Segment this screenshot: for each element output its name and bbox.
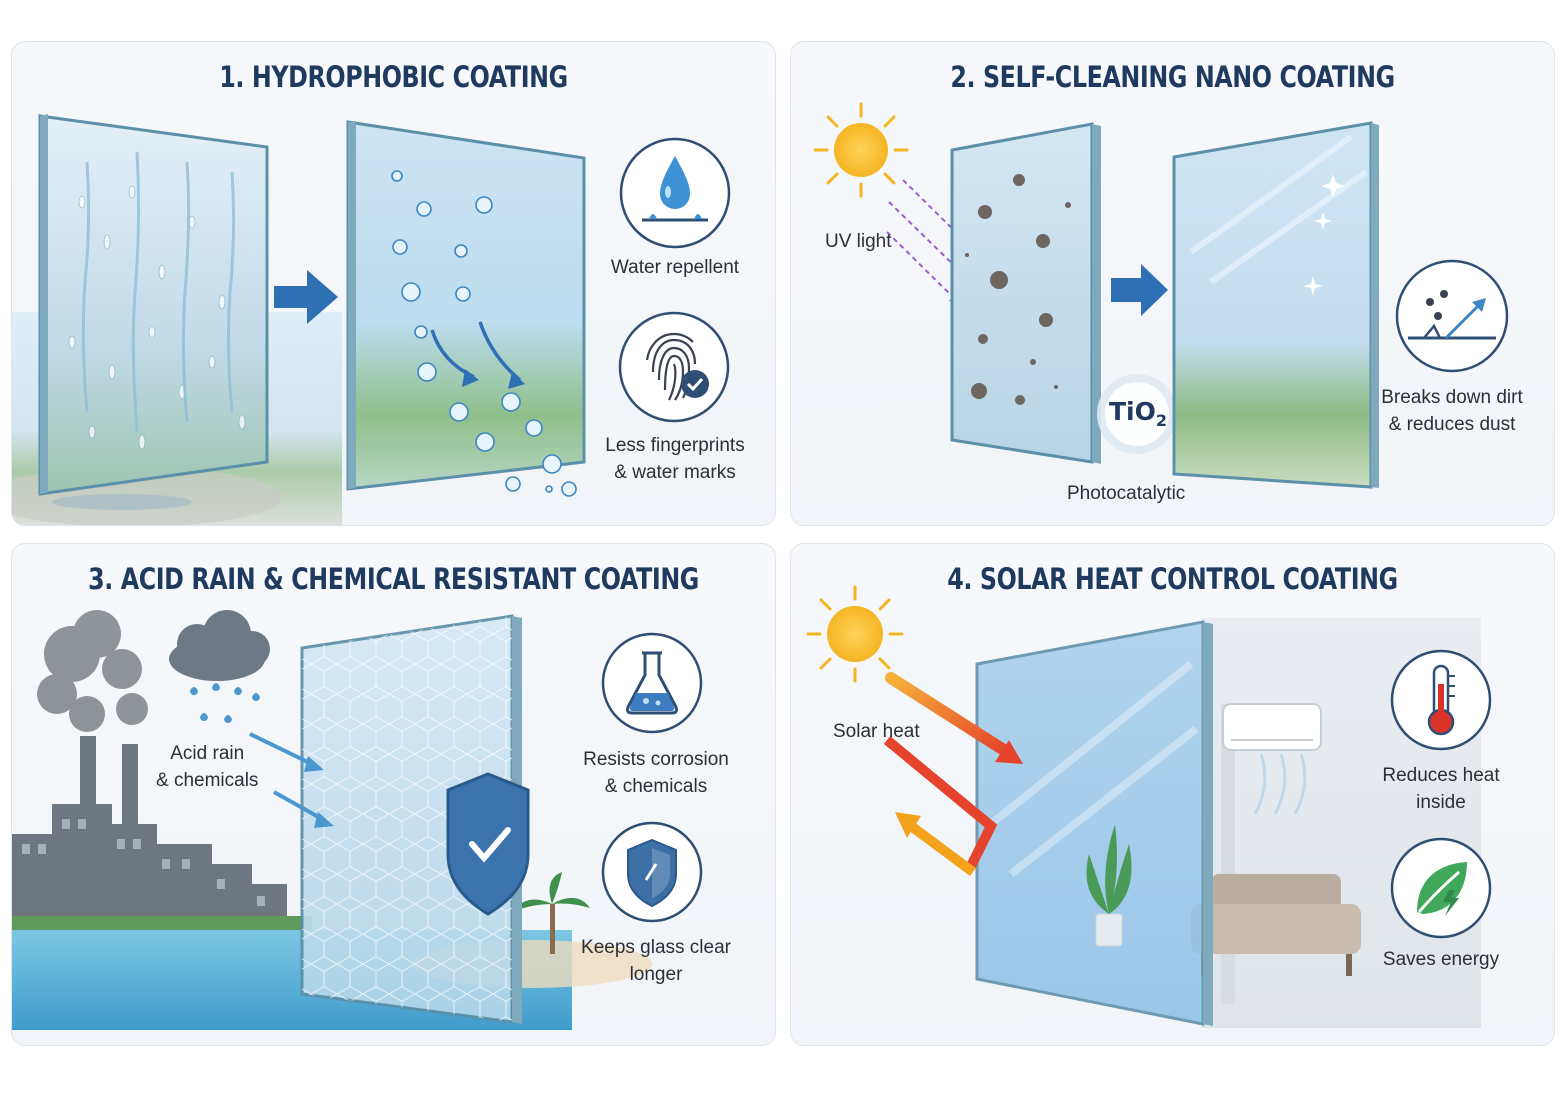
hydrophobic-illustration <box>12 114 586 525</box>
panel-hydrophobic-coating: 1. HYDROPHOBIC COATING Water repellent L… <box>11 41 776 526</box>
panel-acid-resistant-coating: 3. ACID RAIN & CHEMICAL RESISTANT COATIN… <box>11 543 776 1046</box>
leaf-energy-icon <box>1390 837 1492 939</box>
acid-rain-label: Acid rain & chemicals <box>156 743 259 791</box>
feature-caption-saves-energy: Saves energy <box>1382 949 1500 970</box>
sun-icon <box>806 585 904 683</box>
feature-caption-reduces-heat: Reduces heat inside <box>1382 765 1500 813</box>
panel-self-cleaning-coating: 2. SELF-CLEANING NANO COATING UV light T… <box>790 41 1555 526</box>
dirt-breakdown-icon <box>1395 259 1509 373</box>
acid-resistant-illustration <box>12 610 652 1030</box>
fingerprint-icon <box>618 311 730 423</box>
water-drop-icon <box>619 137 731 249</box>
photocatalytic-label: Photocatalytic <box>1067 483 1186 504</box>
panel-title: 2. SELF-CLEANING NANO COATING <box>950 60 1395 94</box>
feature-caption-resists-corrosion: Resists corrosion & chemicals <box>583 749 729 797</box>
feature-caption-breaks-down-dirt: Breaks down dirt & reduces dust <box>1381 387 1523 435</box>
feature-caption-less-fingerprints: Less fingerprints & water marks <box>605 435 745 483</box>
panel-title: 3. ACID RAIN & CHEMICAL RESISTANT COATIN… <box>88 562 699 596</box>
uv-light-label: UV light <box>825 231 892 252</box>
panel-title: 4. SOLAR HEAT CONTROL COATING <box>947 562 1398 596</box>
feature-caption-water-repellent: Water repellent <box>610 257 740 278</box>
thermometer-icon <box>1390 649 1492 751</box>
self-cleaning-illustration <box>813 102 1379 489</box>
tio2-label: TiO2 <box>1109 397 1168 430</box>
panel-title: 1. HYDROPHOBIC COATING <box>219 60 568 94</box>
solar-control-illustration <box>806 585 1481 1028</box>
solar-heat-label: Solar heat <box>833 721 920 742</box>
panel-solar-heat-control-coating: 4. SOLAR HEAT CONTROL COATING Solar heat… <box>790 543 1555 1046</box>
sun-icon <box>813 102 909 198</box>
feature-caption-keeps-glass-clear: Keeps glass clear longer <box>581 937 731 985</box>
flask-icon <box>601 632 703 734</box>
shield-icon <box>601 821 703 923</box>
